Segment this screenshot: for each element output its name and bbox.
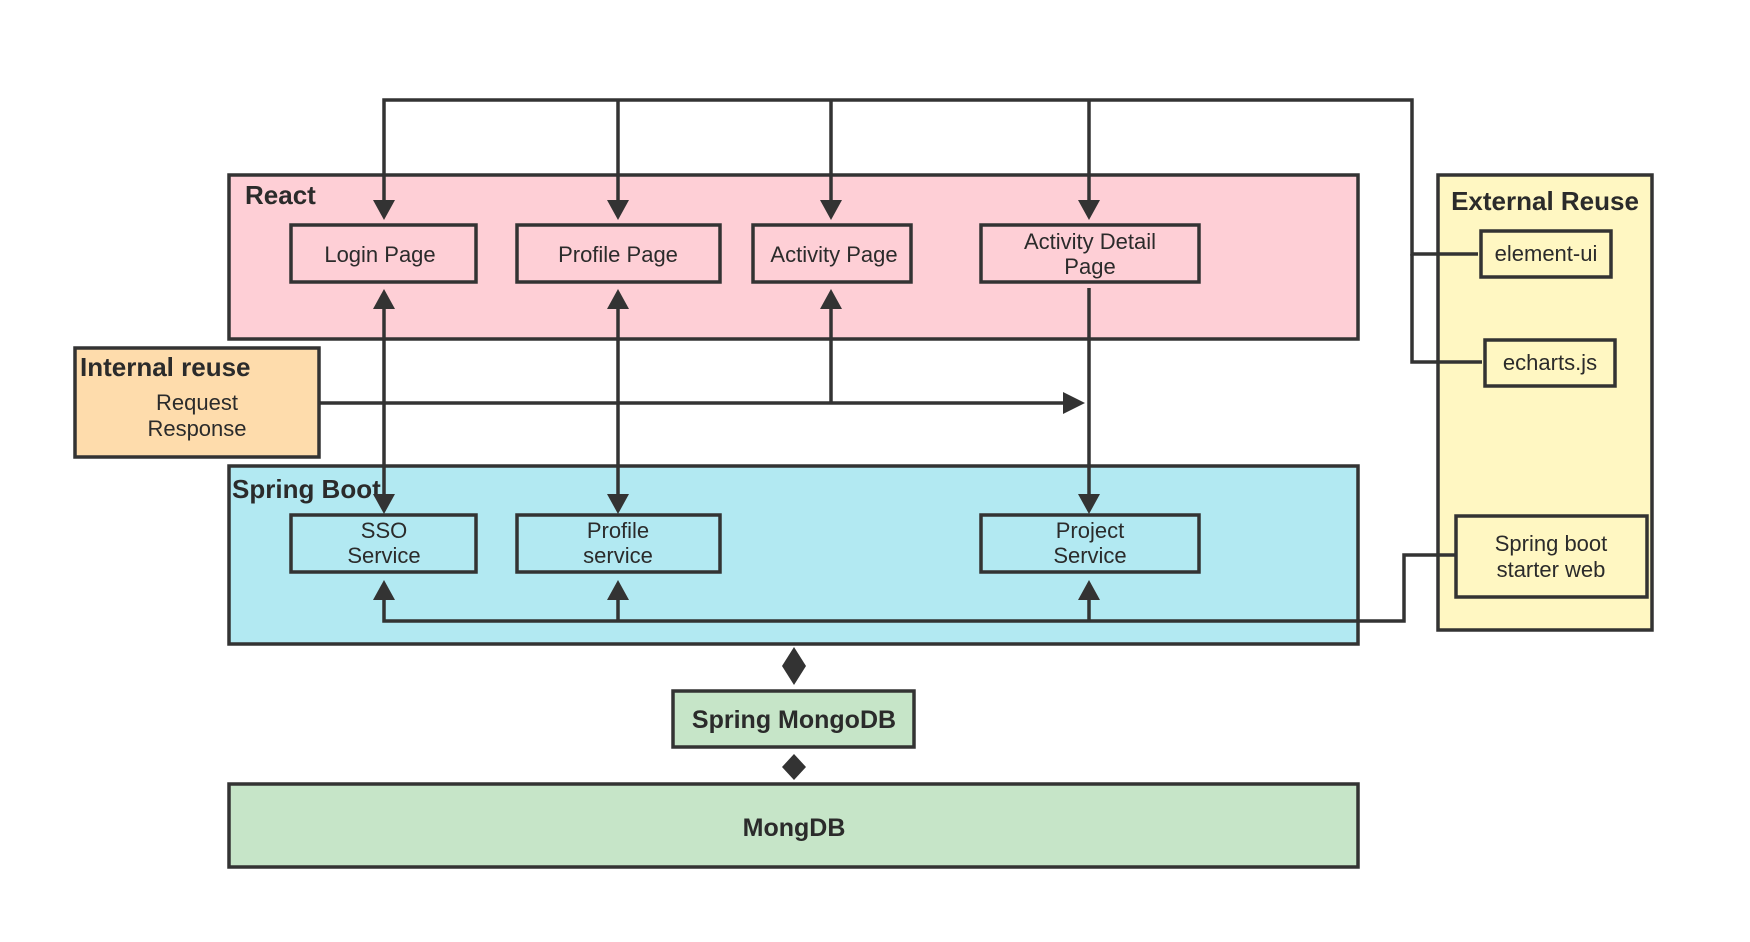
profile-service-box — [515, 513, 722, 574]
activity-detail-page-line-1: Activity Detail — [1024, 229, 1156, 254]
internal-reuse-group-box — [73, 346, 321, 459]
echarts-label: echarts.js — [1503, 350, 1597, 375]
diamond-head-spring-mongodb — [782, 647, 806, 685]
activity-detail-page-node: Activity Detail Page — [979, 223, 1201, 284]
echarts-box — [1483, 338, 1617, 388]
spring-boot-starter-web-box — [1454, 514, 1649, 599]
profile-service-line-2: service — [583, 543, 653, 568]
login-page-node: Login Page — [289, 223, 478, 284]
element-ui-box — [1479, 229, 1613, 279]
spring-mongodb-box — [671, 689, 916, 749]
project-service-node: Project Service — [979, 513, 1201, 574]
edge-echarts-to-bus — [1410, 254, 1482, 364]
login-page-box — [289, 223, 478, 284]
arrow-head-up-profile-page — [607, 289, 629, 309]
activity-page-label: Activity Page — [770, 242, 897, 267]
mongodb-node: MongDB — [227, 782, 1360, 869]
arrow-head-up-project-service — [1078, 580, 1100, 600]
activity-page-box — [751, 223, 913, 284]
sso-service-box — [289, 513, 478, 574]
activity-detail-page-box — [979, 223, 1201, 284]
internal-reuse-line-1: Request — [156, 390, 238, 415]
sso-service-line-2: Service — [347, 543, 420, 568]
activity-page-node: Activity Page — [751, 223, 913, 284]
edges — [319, 98, 1482, 774]
arrow-head-up-activity-page — [820, 289, 842, 309]
edge-starter-web-to-services — [382, 553, 1456, 623]
edge-external-to-react-bus — [382, 98, 1478, 256]
element-ui-node: element-ui — [1479, 229, 1613, 279]
profile-page-label: Profile Page — [558, 242, 678, 267]
spring-boot-starter-web-node: Spring boot starter web — [1454, 514, 1649, 599]
arrow-head-down-login-page — [373, 200, 395, 220]
external-reuse-group-title: External Reuse — [1451, 186, 1639, 216]
arrow-head-up-sso-service — [373, 580, 395, 600]
mongodb-box — [227, 782, 1360, 869]
profile-service-node: Profile service — [515, 513, 722, 574]
internal-reuse-group-title: Internal reuse — [80, 352, 251, 382]
spring-boot-starter-web-line-1: Spring boot — [1495, 531, 1608, 556]
diamond-head-mongodb — [782, 754, 806, 780]
profile-service-line-1: Profile — [587, 518, 649, 543]
arrow-head-down-activity-detail-page — [1078, 200, 1100, 220]
spring-boot-group-title: Spring Boot — [232, 474, 381, 504]
internal-reuse-group: Internal reuse Request Response — [73, 346, 321, 459]
element-ui-label: element-ui — [1495, 241, 1598, 266]
project-service-line-1: Project — [1056, 518, 1124, 543]
arrow-head-up-profile-service — [607, 580, 629, 600]
profile-page-box — [515, 223, 722, 284]
activity-detail-page-line-2: Page — [1064, 254, 1115, 279]
echarts-node: echarts.js — [1483, 338, 1617, 388]
spring-boot-starter-web-line-2: starter web — [1497, 557, 1606, 582]
spring-mongodb-label: Spring MongoDB — [692, 706, 896, 734]
project-service-line-2: Service — [1053, 543, 1126, 568]
arrow-head-right-request — [1063, 392, 1085, 414]
profile-page-node: Profile Page — [515, 223, 722, 284]
login-page-label: Login Page — [324, 242, 435, 267]
project-service-box — [979, 513, 1201, 574]
arrow-head-up-login-page — [373, 289, 395, 309]
sso-service-line-1: SSO — [361, 518, 407, 543]
internal-reuse-line-2: Response — [147, 416, 246, 441]
react-group-title: React — [245, 180, 316, 210]
arrow-head-down-activity-page — [820, 200, 842, 220]
arrow-head-down-sso-service — [373, 494, 395, 514]
arrow-heads — [373, 200, 1100, 780]
sso-service-node: SSO Service — [289, 513, 478, 574]
arrow-head-down-profile-service — [607, 494, 629, 514]
mongodb-label: MongDB — [743, 814, 846, 842]
arrow-head-down-project-service — [1078, 494, 1100, 514]
spring-mongodb-node: Spring MongoDB — [671, 689, 916, 749]
arrow-head-down-profile-page — [607, 200, 629, 220]
